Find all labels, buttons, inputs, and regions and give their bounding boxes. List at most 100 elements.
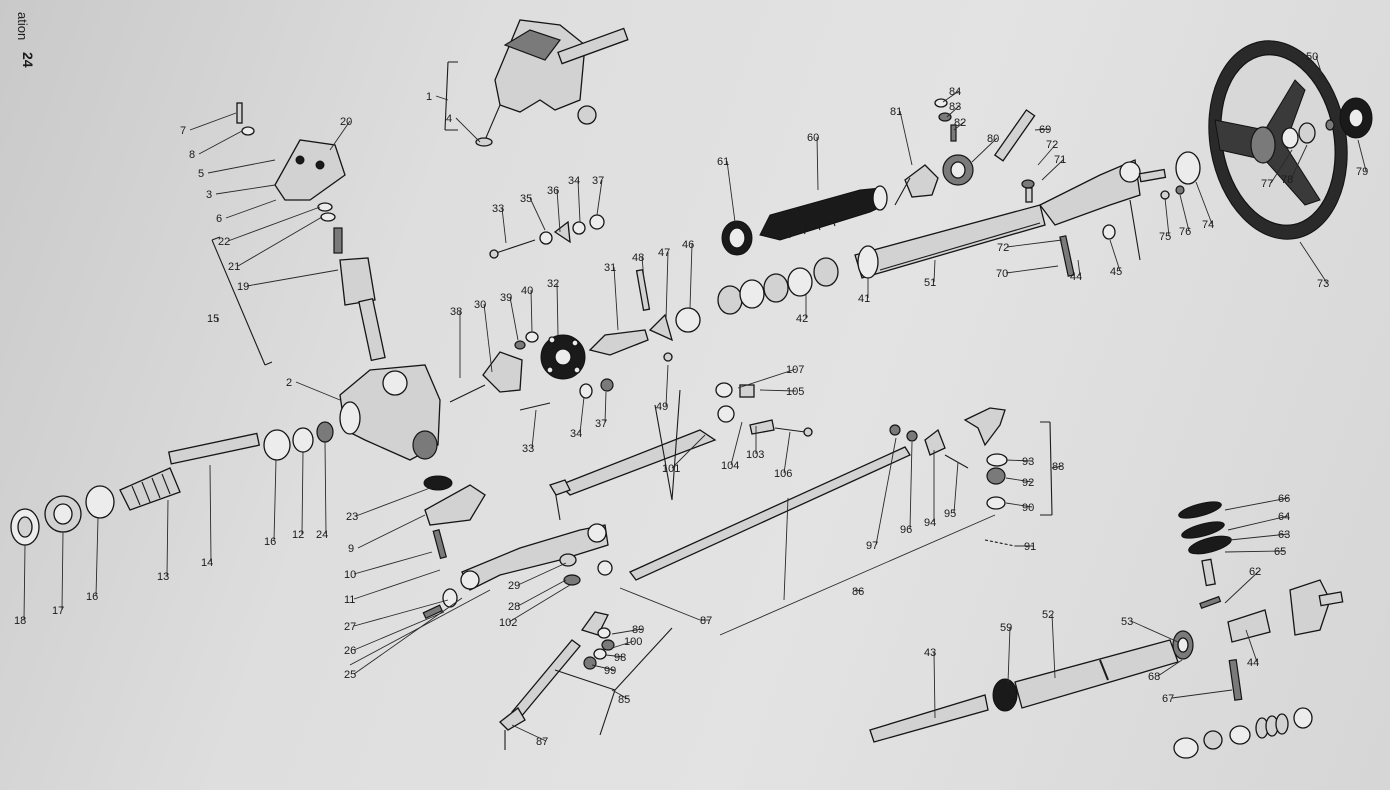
callout-leader-28 bbox=[517, 579, 567, 607]
callout-leader-18 bbox=[23, 544, 26, 621]
callout-leader-82 bbox=[953, 121, 965, 131]
callout-69: 69 bbox=[1039, 124, 1051, 136]
steering-gear-assembly-drawing bbox=[444, 19, 629, 147]
worm-shaft-drawing bbox=[10, 421, 334, 546]
callout-leader-92 bbox=[1005, 477, 1033, 483]
callout-leader-66 bbox=[1224, 497, 1289, 511]
callout-81: 81 bbox=[890, 106, 902, 118]
callout-leader-74 bbox=[1195, 181, 1213, 225]
callout-44: 44 bbox=[1247, 657, 1259, 669]
callout-leader-104 bbox=[730, 421, 743, 466]
callout-9: 9 bbox=[348, 543, 354, 555]
callout-leader-40 bbox=[530, 289, 533, 333]
callout-leader-15 bbox=[216, 317, 219, 323]
callout-2: 2 bbox=[286, 377, 292, 389]
callout-16: 16 bbox=[264, 536, 276, 548]
callout-leader-100 bbox=[611, 640, 635, 649]
callout-11: 11 bbox=[344, 594, 355, 606]
callout-leader-1 bbox=[435, 95, 449, 101]
callout-106: 106 bbox=[774, 468, 792, 480]
callout-leader-61 bbox=[726, 160, 736, 223]
callout-leader-13 bbox=[166, 499, 169, 577]
callout-leader-4 bbox=[455, 117, 481, 143]
callout-67: 67 bbox=[1162, 693, 1174, 705]
callout-leader-30 bbox=[483, 303, 493, 373]
callout-51: 51 bbox=[924, 277, 936, 289]
steering-column-drawing bbox=[635, 109, 1141, 362]
callout-1: 1 bbox=[426, 91, 432, 103]
callout-77: 77 bbox=[1261, 178, 1273, 190]
callout-leader-11 bbox=[353, 569, 441, 600]
callout-leader-3 bbox=[215, 184, 276, 195]
callout-15: 15 bbox=[207, 313, 219, 325]
callout-34: 34 bbox=[570, 428, 582, 440]
callout-numbers: 1234567891011121314151616171819202122232… bbox=[14, 51, 1368, 748]
callout-leader-32 bbox=[556, 282, 559, 336]
callout-24: 24 bbox=[316, 529, 328, 541]
callout-leader-39 bbox=[509, 296, 519, 341]
callout-29: 29 bbox=[508, 580, 520, 592]
callout-leader-36 bbox=[556, 189, 561, 233]
callout-47: 47 bbox=[658, 247, 670, 259]
callout-78: 78 bbox=[1281, 174, 1293, 186]
pitman-arm-drawing bbox=[422, 475, 609, 620]
callout-leader-62 bbox=[1224, 570, 1260, 604]
callout-leader-34 bbox=[577, 179, 581, 223]
callout-32: 32 bbox=[547, 278, 559, 290]
drag-link-drawing bbox=[549, 382, 813, 521]
callout-leader-14 bbox=[209, 464, 212, 563]
callout-leader-60 bbox=[816, 136, 819, 191]
callout-107: 107 bbox=[786, 364, 804, 376]
callout-104: 104 bbox=[721, 460, 739, 472]
callout-52: 52 bbox=[1042, 609, 1054, 621]
rubber-boot-drawing bbox=[721, 185, 888, 256]
callout-79: 79 bbox=[1356, 166, 1368, 178]
callout-8: 8 bbox=[189, 149, 195, 161]
callout-leader-2 bbox=[295, 381, 341, 401]
callout-22: 22 bbox=[218, 236, 230, 248]
callout-86: 86 bbox=[852, 586, 864, 598]
gear-housing-drawing bbox=[339, 364, 441, 461]
callout-88: 88 bbox=[1052, 461, 1064, 473]
callout-63: 63 bbox=[1278, 529, 1290, 541]
lower-tie-rod-drawing bbox=[499, 611, 673, 750]
callout-leader-16 bbox=[95, 517, 99, 597]
callout-leader-35 bbox=[529, 197, 546, 231]
callout-33: 33 bbox=[492, 203, 504, 215]
callout-49: 49 bbox=[656, 401, 668, 413]
callout-leader-37 bbox=[596, 179, 603, 216]
callout-28: 28 bbox=[508, 601, 520, 613]
callout-leader-65 bbox=[1224, 550, 1285, 553]
callout-leader-23 bbox=[355, 487, 431, 517]
callout-89: 89 bbox=[632, 624, 644, 636]
callout-leader-71 bbox=[1041, 158, 1065, 181]
callout-5: 5 bbox=[198, 168, 204, 180]
callout-39: 39 bbox=[500, 292, 512, 304]
callout-leader-12 bbox=[301, 451, 304, 535]
tie-rod-drawing bbox=[597, 407, 1053, 581]
callout-73: 73 bbox=[1317, 278, 1329, 290]
callout-leader-33 bbox=[501, 207, 507, 244]
callout-leader-72 bbox=[1037, 143, 1057, 166]
callout-3: 3 bbox=[206, 189, 212, 201]
callout-leader-31 bbox=[613, 266, 619, 331]
callout-leader-81 bbox=[899, 110, 913, 166]
callout-leader-77 bbox=[1270, 149, 1293, 184]
callout-leader-64 bbox=[1227, 515, 1289, 531]
callout-94: 94 bbox=[924, 517, 936, 529]
callout-25: 25 bbox=[344, 669, 356, 681]
callout-leader-86 bbox=[854, 589, 863, 592]
callout-leader-48 bbox=[641, 256, 645, 281]
callout-61: 61 bbox=[717, 156, 729, 168]
callout-leader-43 bbox=[933, 651, 936, 719]
callout-leader-97 bbox=[875, 437, 897, 546]
column-bearing-set bbox=[717, 257, 839, 315]
callout-leader-90 bbox=[1005, 502, 1033, 508]
callout-91: 91 bbox=[1024, 541, 1036, 553]
callout-leader-85 bbox=[611, 689, 629, 700]
callout-leader-93 bbox=[1005, 459, 1033, 462]
callout-62: 62 bbox=[1249, 566, 1261, 578]
callout-101: 101 bbox=[662, 463, 680, 475]
